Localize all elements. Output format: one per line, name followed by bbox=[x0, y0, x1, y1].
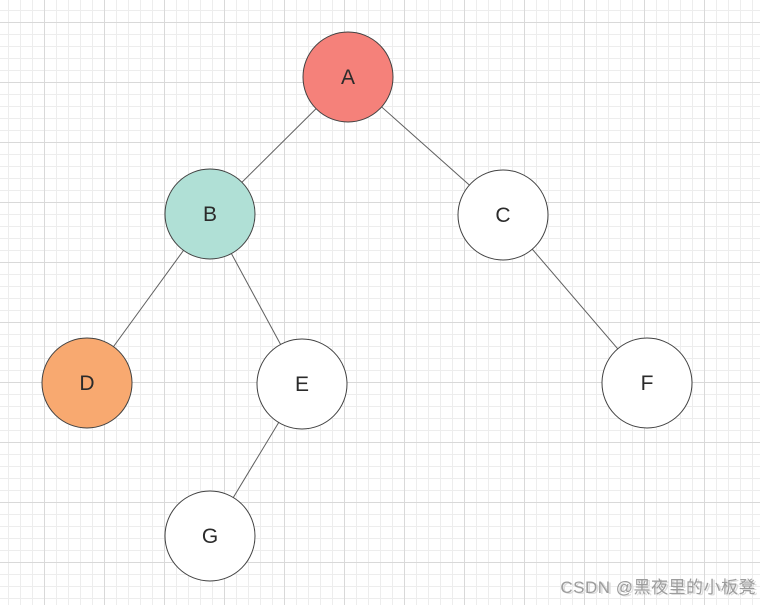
node-circle-B bbox=[164, 168, 256, 260]
tree-node-G: G bbox=[164, 490, 256, 582]
node-circle-A bbox=[302, 31, 394, 123]
watermark: CSDN @黑夜里的小板凳 bbox=[560, 578, 756, 597]
node-label-E: E bbox=[295, 373, 309, 396]
tree-node-B: B bbox=[164, 168, 256, 260]
node-label-A: A bbox=[341, 66, 355, 89]
node-label-D: D bbox=[79, 372, 94, 395]
tree-node-D: D bbox=[41, 337, 133, 429]
node-circle-G bbox=[164, 490, 256, 582]
tree-node-A: A bbox=[302, 31, 394, 123]
node-circle-F bbox=[601, 337, 693, 429]
node-circle-C bbox=[457, 169, 549, 261]
node-label-G: G bbox=[202, 525, 218, 548]
tree-node-E: E bbox=[256, 338, 348, 430]
node-label-C: C bbox=[495, 204, 510, 227]
node-circle-D bbox=[41, 337, 133, 429]
tree-node-F: F bbox=[601, 337, 693, 429]
node-label-B: B bbox=[203, 203, 217, 226]
node-label-F: F bbox=[641, 372, 654, 395]
tree-node-C: C bbox=[457, 169, 549, 261]
node-circle-E bbox=[256, 338, 348, 430]
